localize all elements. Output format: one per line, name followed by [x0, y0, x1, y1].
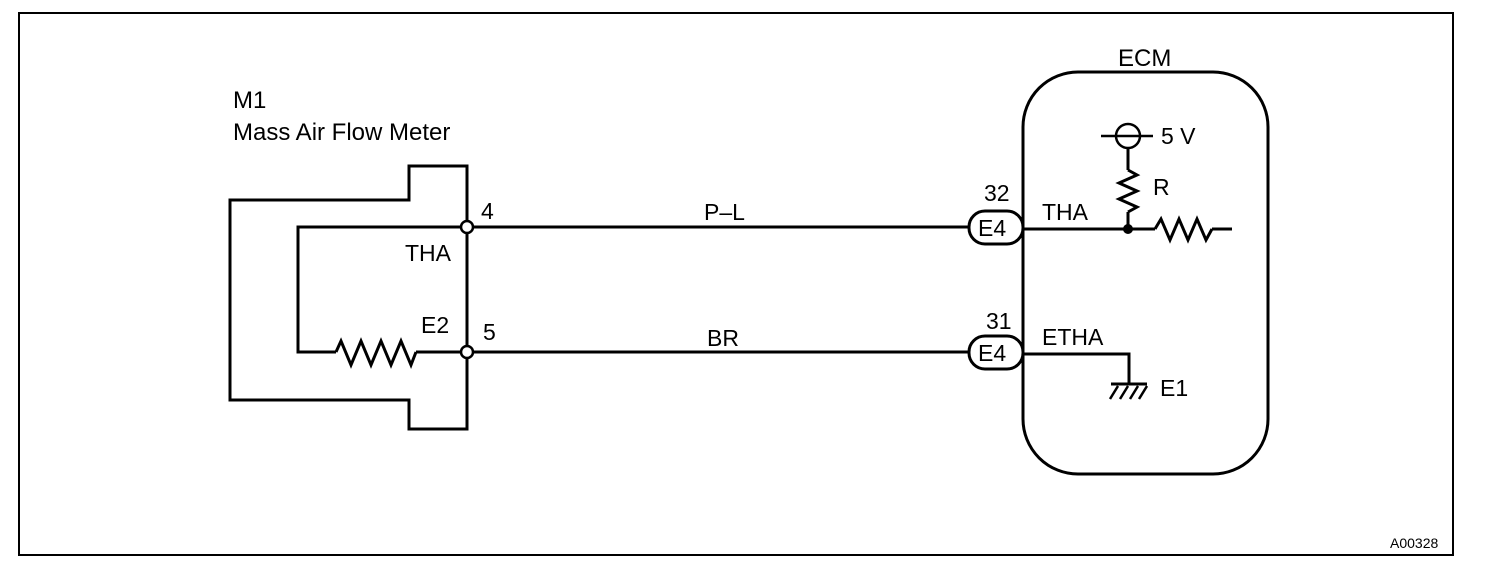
- supply-voltage: 5 V: [1161, 123, 1196, 149]
- pin-4-label: 4: [481, 198, 494, 224]
- component-id: M1: [233, 87, 266, 114]
- harness: P–L BR: [473, 199, 969, 354]
- mass-air-flow-meter: M1 Mass Air Flow Meter THA E2 4 5: [228, 87, 496, 431]
- resistor-label: R: [1153, 174, 1170, 200]
- ecm-tha-label: THA: [1042, 199, 1089, 225]
- ecm-title: ECM: [1118, 45, 1171, 72]
- wire-br-color: BR: [707, 325, 739, 351]
- pullup-resistor: [1115, 168, 1141, 214]
- ecm-box: [1021, 70, 1270, 476]
- ground-icon: [1108, 385, 1149, 400]
- terminal-e2-label: E2: [421, 312, 449, 338]
- connector-lower-code: E4: [978, 340, 1006, 366]
- terminal-tha-label: THA: [405, 240, 452, 266]
- ecm: ECM 5 V R THA ETHA E1: [1021, 45, 1270, 476]
- connector-upper-code: E4: [978, 215, 1006, 241]
- connector-lower-pin: 31: [986, 308, 1012, 334]
- etha-internal-wire: [1023, 352, 1131, 384]
- internal-loop-wire: [296, 225, 467, 354]
- tha-junction: [1123, 224, 1133, 234]
- internal-resistor: [334, 337, 418, 370]
- figure-code: A00328: [1390, 535, 1438, 551]
- wire-p-l-color: P–L: [704, 199, 745, 225]
- connector-lower: E4 31: [967, 308, 1025, 371]
- pin-5-label: 5: [483, 319, 496, 345]
- meter-housing: [228, 164, 469, 431]
- tha-input-resistor: [1153, 215, 1214, 244]
- connector-upper: E4 32: [967, 180, 1025, 246]
- ecm-etha-label: ETHA: [1042, 324, 1104, 350]
- terminal-5-point: [459, 344, 475, 360]
- diagram-frame: [18, 12, 1454, 556]
- ground-label: E1: [1160, 375, 1188, 401]
- terminal-4-point: [459, 219, 475, 235]
- component-name: Mass Air Flow Meter: [233, 119, 450, 146]
- connector-upper-pin: 32: [984, 180, 1010, 206]
